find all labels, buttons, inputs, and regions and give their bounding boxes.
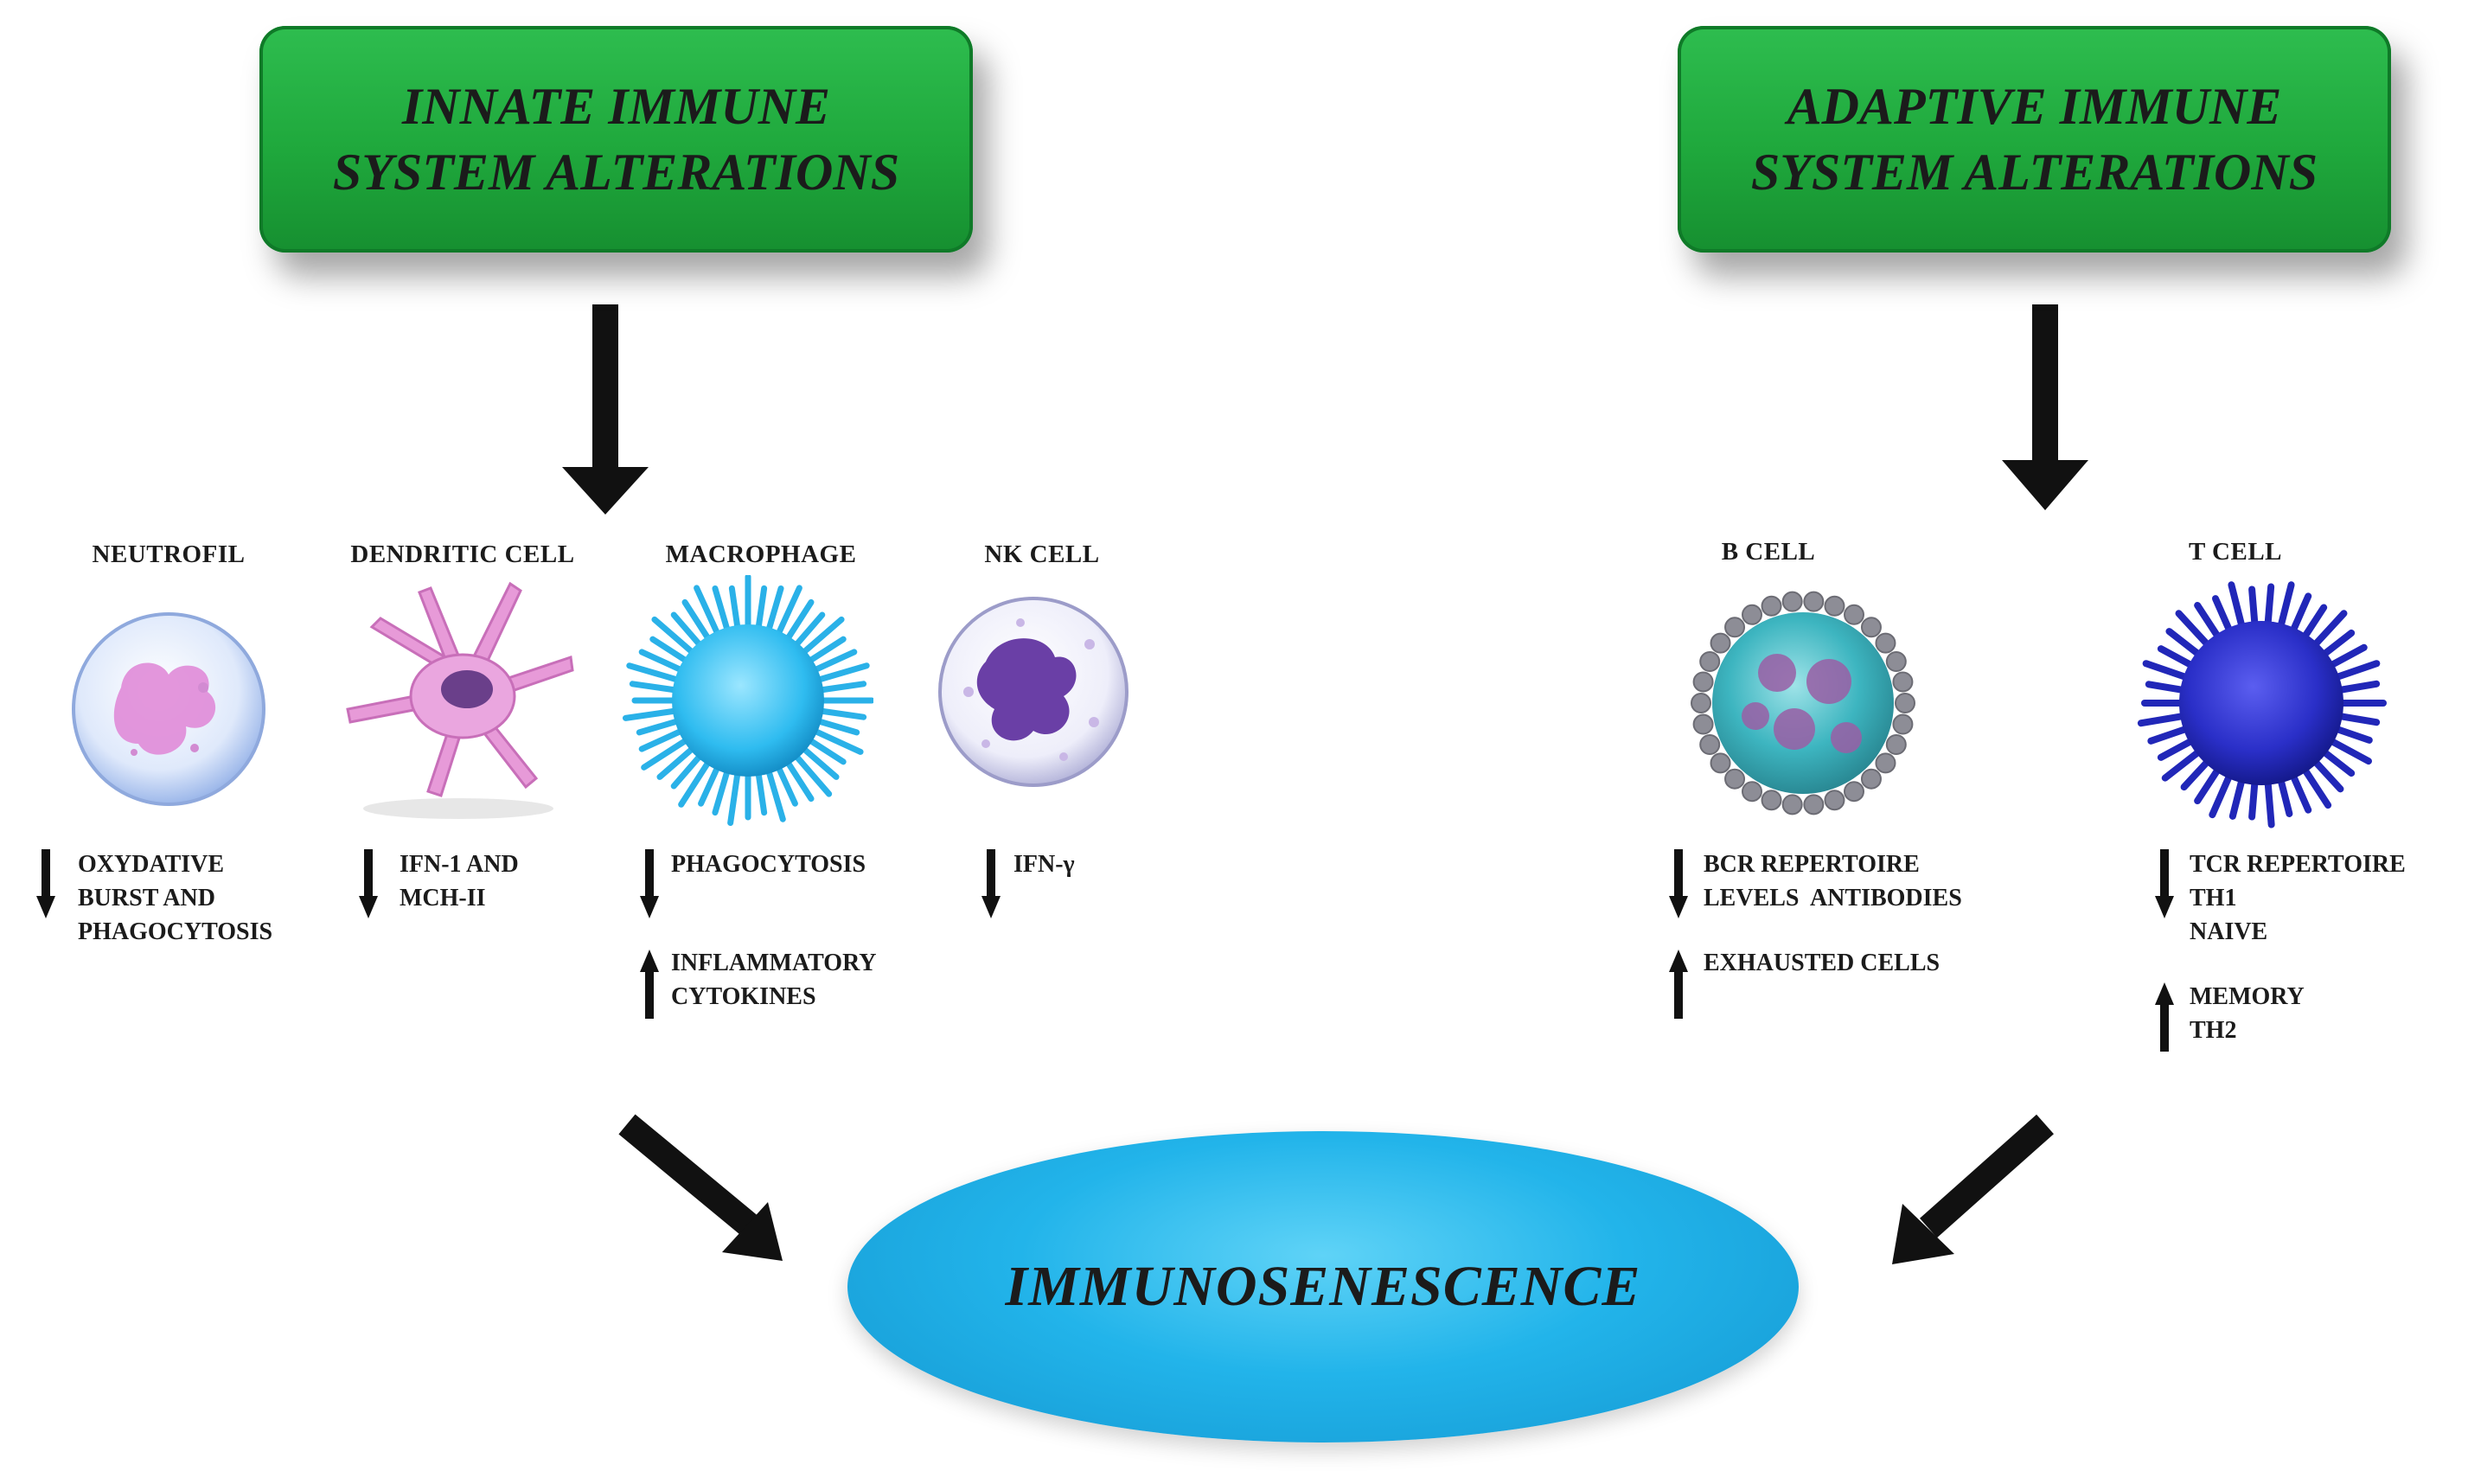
innate-header-box: INNATE IMMUNE SYSTEM ALTERATIONS — [259, 26, 973, 253]
dendritic-cell-label: DENDRITIC CELL — [350, 541, 575, 568]
adaptive-down-arrow — [2002, 304, 2088, 510]
macrophage-effect-up: INFLAMMATORY CYTOKINES — [671, 950, 877, 1010]
t-cell-effect-down: TCR REPERTOIRE TH1 NAIVE — [2190, 851, 2406, 945]
innate-header-title: INNATE IMMUNE SYSTEM ALTERATIONS — [332, 78, 900, 201]
neutrophil-effect-down: OXYDATIVE BURST AND PHAGOCYTOSIS — [78, 851, 273, 945]
dendritic-cell-icon — [346, 581, 574, 819]
innate-to-center-arrow — [618, 1114, 783, 1261]
t-cell-up-arrow — [2155, 982, 2174, 1052]
t-cell-icon — [2137, 581, 2387, 828]
macrophage-effect-down: PHAGOCYTOSIS — [671, 851, 866, 878]
immunosenescence-label: IMMUNOSENESCENCE — [1005, 1255, 1641, 1318]
adaptive-header-box: ADAPTIVE IMMUNE SYSTEM ALTERATIONS — [1678, 26, 2391, 253]
b-cell-down-arrow — [1669, 849, 1688, 918]
b-cell-icon — [1691, 591, 1915, 816]
dendritic-effect-down: IFN-1 AND MCH-II — [400, 851, 519, 912]
macrophage-down-arrow — [640, 849, 659, 918]
adaptive-header-title: ADAPTIVE IMMUNE SYSTEM ALTERATIONS — [1750, 78, 2318, 201]
t-cell-effect-up: MEMORY TH2 — [2190, 983, 2305, 1044]
t-cell-label: T CELL — [2188, 538, 2283, 566]
nk-down-arrow — [981, 849, 1001, 918]
innate-down-arrow — [562, 304, 649, 515]
dendritic-down-arrow — [359, 849, 378, 918]
t-cell-down-arrow — [2155, 849, 2174, 918]
b-cell-label: B CELL — [1721, 538, 1816, 566]
immunosenescence-ellipse: IMMUNOSENESCENCE — [847, 1131, 1799, 1442]
nk-cell-label: NK CELL — [984, 541, 1100, 568]
macrophage-label: MACROPHAGE — [665, 541, 857, 568]
neutrophil-icon — [72, 612, 265, 806]
nk-cell-icon — [938, 597, 1129, 787]
b-cell-effect-down: BCR REPERTOIRE LEVELS ANTIBODIES — [1704, 851, 1962, 912]
b-cell-effect-up: EXHAUSTED CELLS — [1704, 950, 1941, 976]
adaptive-to-center-arrow — [1892, 1114, 2054, 1264]
b-cell-up-arrow — [1669, 950, 1688, 1019]
neutrophil-label: NEUTROFIL — [92, 541, 246, 568]
neutrophil-down-arrow — [36, 849, 55, 918]
macrophage-up-arrow — [640, 950, 659, 1019]
nk-effect-down: IFN-γ — [1013, 851, 1075, 878]
macrophage-icon — [623, 575, 873, 826]
